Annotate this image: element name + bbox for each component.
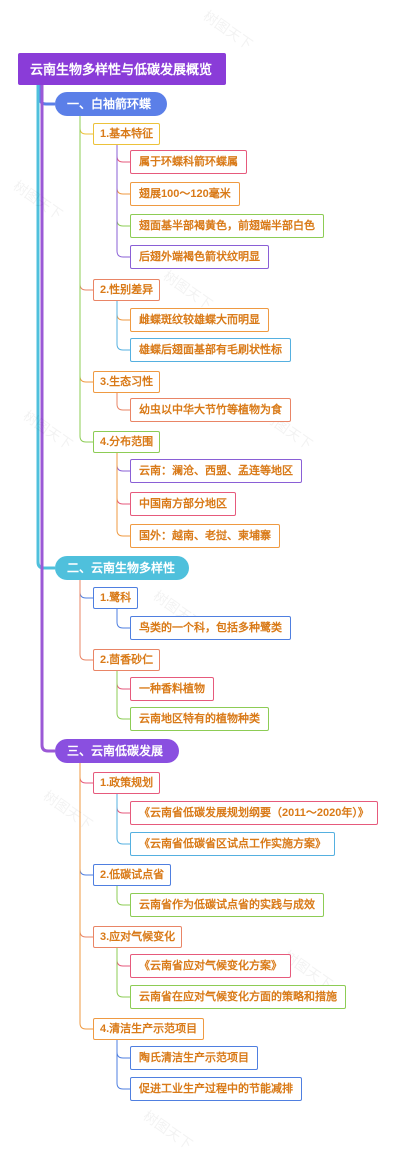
section-1-sub-4-leaf-2[interactable]: 中国南方部分地区 — [130, 492, 236, 516]
section-3-sub-1-leaf-1-connector — [116, 794, 130, 814]
section-2-sub-2-leaf-2-connector — [116, 671, 130, 720]
section-3-sub-2-leaf-1[interactable]: 云南省作为低碳试点省的实践与成效 — [130, 893, 324, 917]
section-1-sub-2-leaf-1-connector — [116, 301, 130, 321]
section-3-sub-4-leaf-2-connector — [116, 1040, 130, 1090]
section-3-sub-4-leaf-1-connector — [116, 1040, 130, 1059]
section-3-sub-1-leaf-2[interactable]: 《云南省低碳省区试点工作实施方案》 — [130, 832, 335, 856]
section-2-sub-1-leaf-1-connector — [116, 609, 130, 629]
section-3-sub-4-node[interactable]: 4.清洁生产示范项目 — [93, 1018, 205, 1040]
section-1-sub-1-leaf-2[interactable]: 翅展100～120毫米 — [130, 182, 240, 206]
section-1-sub-1-leaf-3-connector — [116, 145, 130, 227]
section-3-sub-4-leaf-1[interactable]: 陶氏清洁生产示范项目 — [130, 1046, 258, 1070]
section-3-sub-3-node[interactable]: 3.应对气候变化 — [93, 926, 183, 948]
section-3-sub-1-leaf-1[interactable]: 《云南省低碳发展规划纲要（2011～2020年）》 — [130, 801, 378, 825]
root-title[interactable]: 云南生物多样性与低碳发展概览 — [18, 53, 226, 85]
section-1-sub-3-node[interactable]: 3.生态习性 — [93, 371, 161, 393]
section-2-node[interactable]: 二、云南生物多样性 — [55, 556, 189, 580]
section-2-sub-2-leaf-1[interactable]: 一种香料植物 — [130, 677, 214, 701]
section-1-sub-4-leaf-1[interactable]: 云南：澜沧、西盟、孟连等地区 — [130, 459, 302, 483]
section-2-sub-2-leaf-1-connector — [116, 671, 130, 690]
section-1-sub-2-leaf-2-connector — [116, 301, 130, 351]
section-3-node[interactable]: 三、云南低碳发展 — [55, 739, 179, 763]
section-1-sub-2-node[interactable]: 2.性别差异 — [93, 279, 161, 301]
section-1-sub-4-connector — [79, 116, 93, 443]
section-2-sub-2-leaf-2[interactable]: 云南地区特有的植物种类 — [130, 707, 269, 731]
section-1-sub-3-connector — [79, 116, 93, 383]
section-1-sub-3-leaf-1[interactable]: 幼虫以中华大节竹等植物为食 — [130, 398, 291, 422]
section-2-sub-2-node[interactable]: 2.茴香砂仁 — [93, 649, 161, 671]
section-1-sub-1-leaf-4[interactable]: 后翅外端褐色箭状纹明显 — [130, 245, 269, 269]
section-1-node[interactable]: 一、白袖箭环蝶 — [55, 92, 167, 116]
section-1-sub-4-leaf-3[interactable]: 国外：越南、老挝、柬埔寨 — [130, 524, 280, 548]
section-1-sub-4-leaf-3-connector — [116, 453, 130, 537]
section-3-sub-3-leaf-2-connector — [116, 948, 130, 998]
section-3-sub-3-connector — [79, 763, 93, 938]
section-1-sub-2-leaf-1[interactable]: 雌蝶斑纹较雄蝶大而明显 — [130, 308, 269, 332]
section-1-sub-1-leaf-1-connector — [116, 145, 130, 163]
section-1-sub-1-leaf-1[interactable]: 属于环蝶科箭环蝶属 — [130, 150, 247, 174]
section-1-sub-4-node[interactable]: 4.分布范围 — [93, 431, 161, 453]
section-1-sub-4-leaf-1-connector — [116, 453, 130, 472]
section-3-sub-1-connector — [79, 763, 93, 784]
section-1-sub-1-leaf-4-connector — [116, 145, 130, 258]
section-3-sub-2-leaf-1-connector — [116, 886, 130, 906]
section-3-sub-4-leaf-2[interactable]: 促进工业生产过程中的节能减排 — [130, 1077, 302, 1101]
section-3-sub-3-leaf-1-connector — [116, 948, 130, 967]
section-1-sub-1-leaf-3[interactable]: 翅面基半部褐黄色，前翅端半部白色 — [130, 214, 324, 238]
section-2-sub-1-node[interactable]: 1.鹭科 — [93, 587, 139, 609]
section-1-sub-2-connector — [79, 116, 93, 291]
section-1-sub-3-leaf-1-connector — [116, 393, 130, 411]
spine-branch-2 — [36, 83, 55, 570]
section-1-sub-2-leaf-2[interactable]: 雄蝶后翅面基部有毛刷状性标 — [130, 338, 291, 362]
section-3-sub-2-node[interactable]: 2.低碳试点省 — [93, 864, 172, 886]
section-3-sub-3-leaf-1[interactable]: 《云南省应对气候变化方案》 — [130, 954, 291, 978]
section-1-sub-1-node[interactable]: 1.基本特征 — [93, 123, 161, 145]
section-2-sub-1-connector — [79, 580, 93, 599]
section-1-sub-4-leaf-2-connector — [116, 453, 130, 505]
section-3-sub-4-connector — [79, 763, 93, 1030]
section-2-sub-2-connector — [79, 580, 93, 661]
section-3-sub-3-leaf-2[interactable]: 云南省在应对气候变化方面的策略和措施 — [130, 985, 346, 1009]
section-1-sub-1-connector — [79, 116, 93, 135]
spine-branch-3 — [40, 83, 55, 753]
section-3-sub-1-node[interactable]: 1.政策规划 — [93, 772, 161, 794]
section-3-sub-2-connector — [79, 763, 93, 876]
section-2-sub-1-leaf-1[interactable]: 鸟类的一个科，包括多种鹭类 — [130, 616, 291, 640]
section-1-sub-1-leaf-2-connector — [116, 145, 130, 195]
section-3-sub-1-leaf-2-connector — [116, 794, 130, 845]
